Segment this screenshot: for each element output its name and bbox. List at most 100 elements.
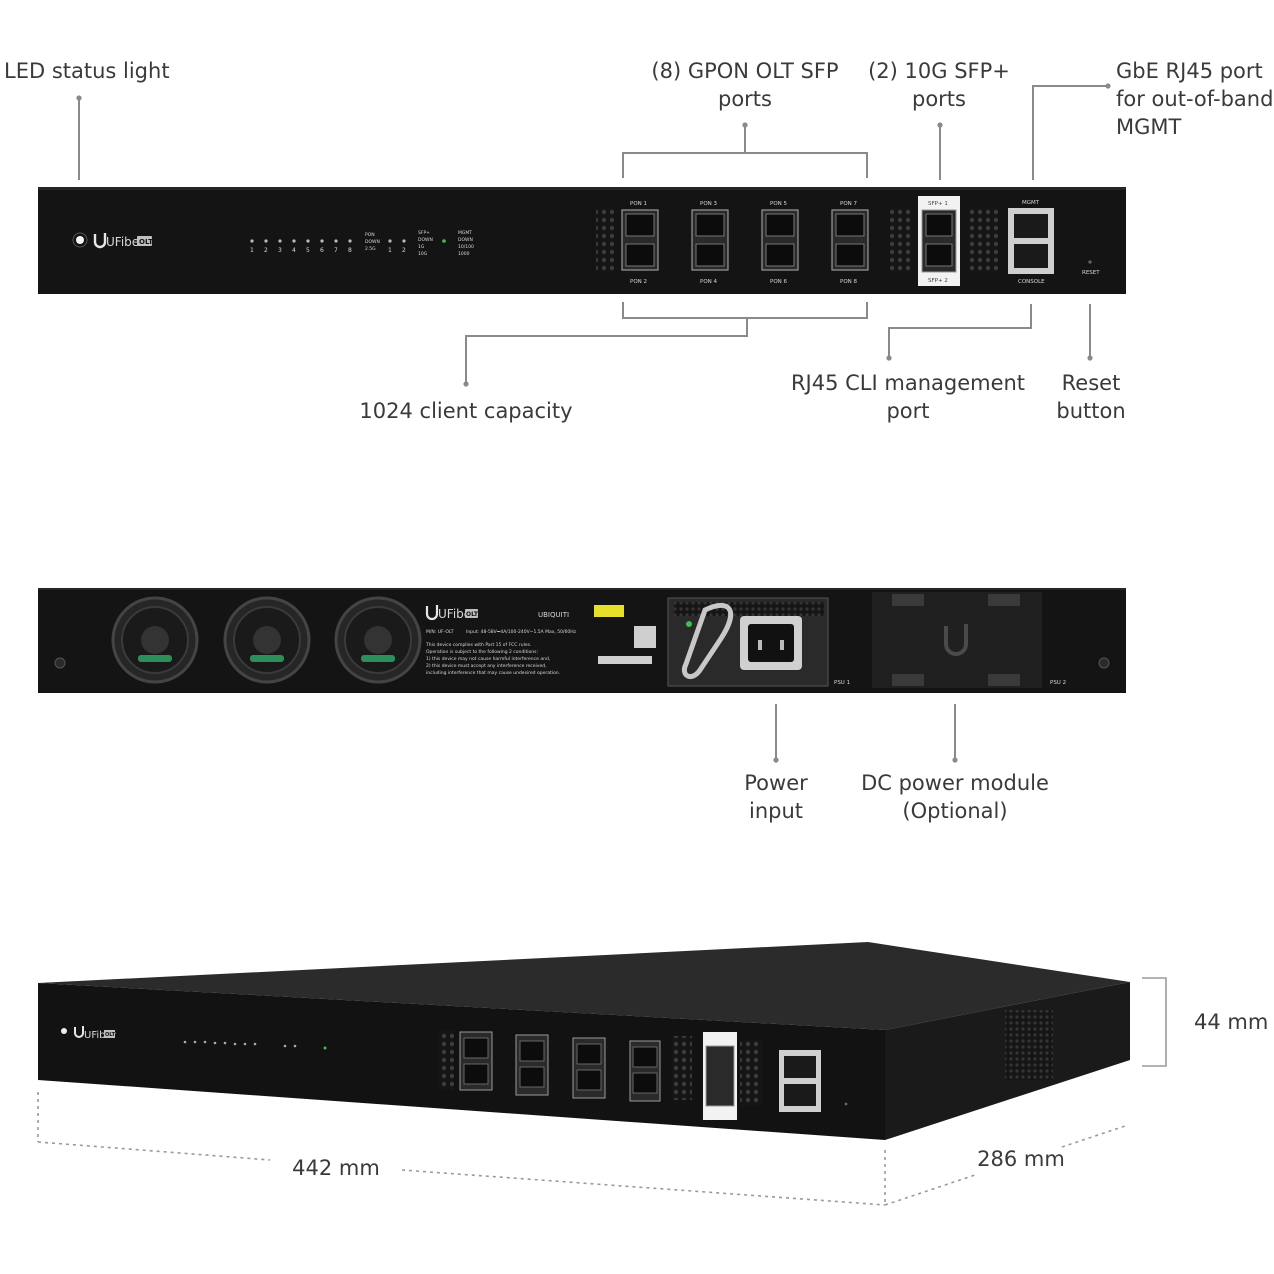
callout-gbe-line-2: for out-of-band (1116, 87, 1274, 111)
fan-2 (223, 596, 311, 684)
front-brand: UFiber (106, 235, 144, 249)
persp-brand: UFiber (84, 1030, 117, 1041)
led-num-8: 8 (348, 247, 352, 254)
mgmt-console-ports: MGMT CONSOLE RESET (1008, 200, 1100, 285)
callout-sfp-plus-ports: (2) 10G SFP+ ports (864, 57, 1014, 113)
status-led (76, 236, 84, 244)
fcc-line-4: 2) this device must accept any interfere… (426, 663, 547, 669)
sfp-led-num-1: 1 (388, 247, 392, 254)
pon-label-4: PON 4 (700, 279, 718, 285)
mgmt-label: MGMT (1022, 200, 1040, 206)
callout-rj45-cli: RJ45 CLI management port (782, 369, 1034, 425)
sfp-plus-ports: SFP+ 1 SFP+ 2 (918, 196, 960, 286)
pon-label-5: PON 5 (770, 201, 788, 207)
callout-dc-module: DC power module (Optional) (850, 769, 1060, 825)
reset-label: RESET (1082, 270, 1100, 276)
fcc-line-3: 1) this device may not cause harmful int… (426, 656, 550, 662)
callout-capacity-line-1: 1024 client capacity (359, 399, 573, 423)
callout-gbe-mgmt: GbE RJ45 port for out-of-band MGMT (1116, 57, 1273, 141)
callout-sfp-line-1: (2) 10G SFP+ (868, 59, 1010, 83)
rear-model-line: M/N: UF-OLT (426, 629, 454, 635)
console-label: CONSOLE (1018, 279, 1045, 285)
callout-power-input: Power input (724, 769, 828, 825)
pon-cages: PON 1 PON 3 PON 5 PON 7 PON 2 PON 4 PON … (621, 201, 869, 285)
ufiber-logo: UFiber OLT (93, 233, 153, 249)
pon-legend-speed: 2.5G (365, 246, 376, 252)
fcc-line-5: including interference that may cause un… (426, 670, 560, 676)
psu-1: PSU 1 (667, 597, 850, 687)
callout-reset-button: Reset button (1048, 369, 1134, 425)
pon-label-8: PON 8 (840, 279, 858, 285)
callout-gbe-line-3: MGMT (1116, 115, 1182, 139)
psu-2-bay: PSU 2 (872, 592, 1066, 688)
sfp-legend-1g: 1G (418, 244, 425, 250)
pon-label-1: PON 1 (630, 201, 647, 207)
led-num-5: 5 (306, 247, 310, 254)
mgmt-legend-1000: 1000 (458, 251, 470, 257)
rear-panel: UFiber OLT UBIQUITI M/N: UF-OLT Input: 4… (38, 588, 1126, 693)
callout-client-capacity: 1024 client capacity (346, 397, 586, 425)
led-num-6: 6 (320, 247, 324, 254)
pon-legend-title: PON (365, 232, 375, 238)
fcc-line-1: This device complies with Part 15 of FCC… (425, 642, 531, 648)
pon-label-7: PON 7 (840, 201, 858, 207)
mgmt-legend-down: DOWN (458, 237, 473, 243)
rear-model-badge: OLT (466, 611, 479, 618)
rear-leaders (775, 704, 956, 760)
pon-label-6: PON 6 (770, 279, 788, 285)
psu1-label: PSU 1 (834, 680, 850, 686)
callout-gpon-line-2: ports (718, 87, 772, 111)
persp-model-badge: OLT (105, 1032, 116, 1038)
callout-sfp-line-2: ports (912, 87, 966, 111)
fan-3 (334, 596, 422, 684)
pon-legend-down: DOWN (365, 239, 380, 245)
sfp-legend-10g: 10G (418, 251, 428, 257)
front-leaders (78, 85, 1108, 384)
pon-cage-3-4 (691, 209, 729, 271)
callout-gpon-ports: (8) GPON OLT SFP ports (642, 57, 848, 113)
callout-led-status-line-1: LED status light (4, 59, 170, 83)
dimension-lines (37, 977, 1167, 1206)
reset-pinhole (1088, 260, 1092, 264)
callout-cli-line-2: port (886, 399, 930, 423)
callout-dc-line-1: DC power module (861, 771, 1049, 795)
rear-label-block: UFiber OLT UBIQUITI M/N: UF-OLT Input: 4… (425, 605, 656, 676)
fcc-line-2: Operation is subject to the following 2 … (426, 649, 538, 655)
fan-1 (111, 596, 199, 684)
dimension-height: 44 mm (1194, 1010, 1269, 1034)
sfp-label-1: SFP+ 1 (928, 201, 948, 207)
pon-cage-5-6 (761, 209, 799, 271)
pon-cage-1-2 (621, 209, 659, 271)
rear-input-line: Input: 48-58V⎓4A/100-240V~1.5A Max, 50/6… (466, 629, 577, 635)
callout-reset-line-2: button (1056, 399, 1126, 423)
rear-vendor: UBIQUITI (538, 611, 569, 619)
callout-gpon-line-1: (8) GPON OLT SFP (651, 59, 839, 83)
sfp-legend-title: SFP+ (418, 230, 430, 236)
sfp-label-2: SFP+ 2 (928, 278, 948, 284)
pon-cage-7-8 (831, 209, 869, 271)
led-num-2: 2 (264, 247, 268, 254)
perspective-view: UFiber OLT (38, 942, 1130, 1140)
sfp-legend-down: DOWN (418, 237, 433, 243)
callout-gbe-line-1: GbE RJ45 port (1116, 59, 1263, 83)
dimension-width: 442 mm (292, 1156, 380, 1180)
callout-cli-line-1: RJ45 CLI management (790, 371, 1026, 395)
sfp-led-num-2: 2 (402, 247, 406, 254)
dimension-depth: 286 mm (977, 1147, 1065, 1171)
callout-power-line-2: input (748, 799, 804, 823)
callout-led-status: LED status light (4, 57, 170, 85)
leader-dots (76, 83, 1111, 763)
callout-power-line-1: Power (744, 771, 808, 795)
front-panel: UFiber OLT 1 2 3 4 5 6 7 8 PON DOWN 2.5G… (38, 187, 1126, 294)
led-num-1: 1 (250, 247, 254, 254)
led-num-4: 4 (292, 247, 296, 254)
led-num-3: 3 (278, 247, 282, 254)
led-num-7: 7 (334, 247, 338, 254)
mgmt-legend-100: 10/100 (458, 244, 474, 250)
psu2-label: PSU 2 (1050, 680, 1066, 686)
pon-label-3: PON 3 (700, 201, 718, 207)
pon-label-2: PON 2 (630, 279, 647, 285)
callout-dc-line-2: (Optional) (902, 799, 1008, 823)
front-model-badge: OLT (139, 238, 153, 246)
